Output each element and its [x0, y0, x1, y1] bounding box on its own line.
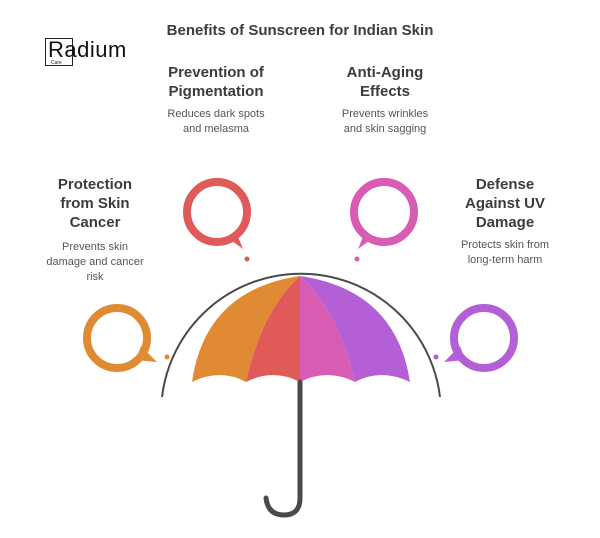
- connector-dot-pink: [353, 255, 361, 263]
- diagram-title: Benefits of Sunscreen for Indian Skin: [166, 22, 434, 39]
- canopy-panel-red: [246, 276, 300, 382]
- canopy-panel-orange: [192, 276, 300, 382]
- benefit-cancer-heading: Protection from Skin Cancer: [57, 176, 133, 231]
- bubble-pink: [350, 178, 418, 249]
- connector-dot-purple: [432, 353, 440, 361]
- benefit-cancer-desc: Prevents skin damage and cancer risk: [46, 241, 144, 283]
- outer-arc: [161, 272, 441, 398]
- benefit-uv-desc: Protects skin from long-term harm: [460, 239, 550, 266]
- logo-text: Radium: [48, 37, 127, 62]
- canopy-panel-purple: [300, 276, 410, 382]
- bubble-orange: [83, 304, 157, 372]
- umbrella-handle: [263, 379, 303, 518]
- benefit-pigmentation-desc: Reduces dark spots and melasma: [167, 108, 265, 135]
- bubble-purple: [444, 304, 518, 372]
- benefit-pigmentation-heading: Prevention of Pigmentation: [168, 64, 264, 100]
- logo-box: [45, 38, 73, 66]
- benefit-antiaging-heading: Anti-Aging Effects: [346, 64, 424, 100]
- logo-subtext: Care: [51, 60, 62, 66]
- connector-dot-red: [243, 255, 251, 263]
- bubble-red: [183, 178, 251, 249]
- benefit-antiaging-desc: Prevents wrinkles and skin sagging: [341, 108, 429, 135]
- connector-dot-orange: [163, 353, 171, 361]
- canopy-panel-pink: [300, 276, 355, 382]
- benefit-uv-heading: Defense Against UV Damage: [464, 176, 545, 231]
